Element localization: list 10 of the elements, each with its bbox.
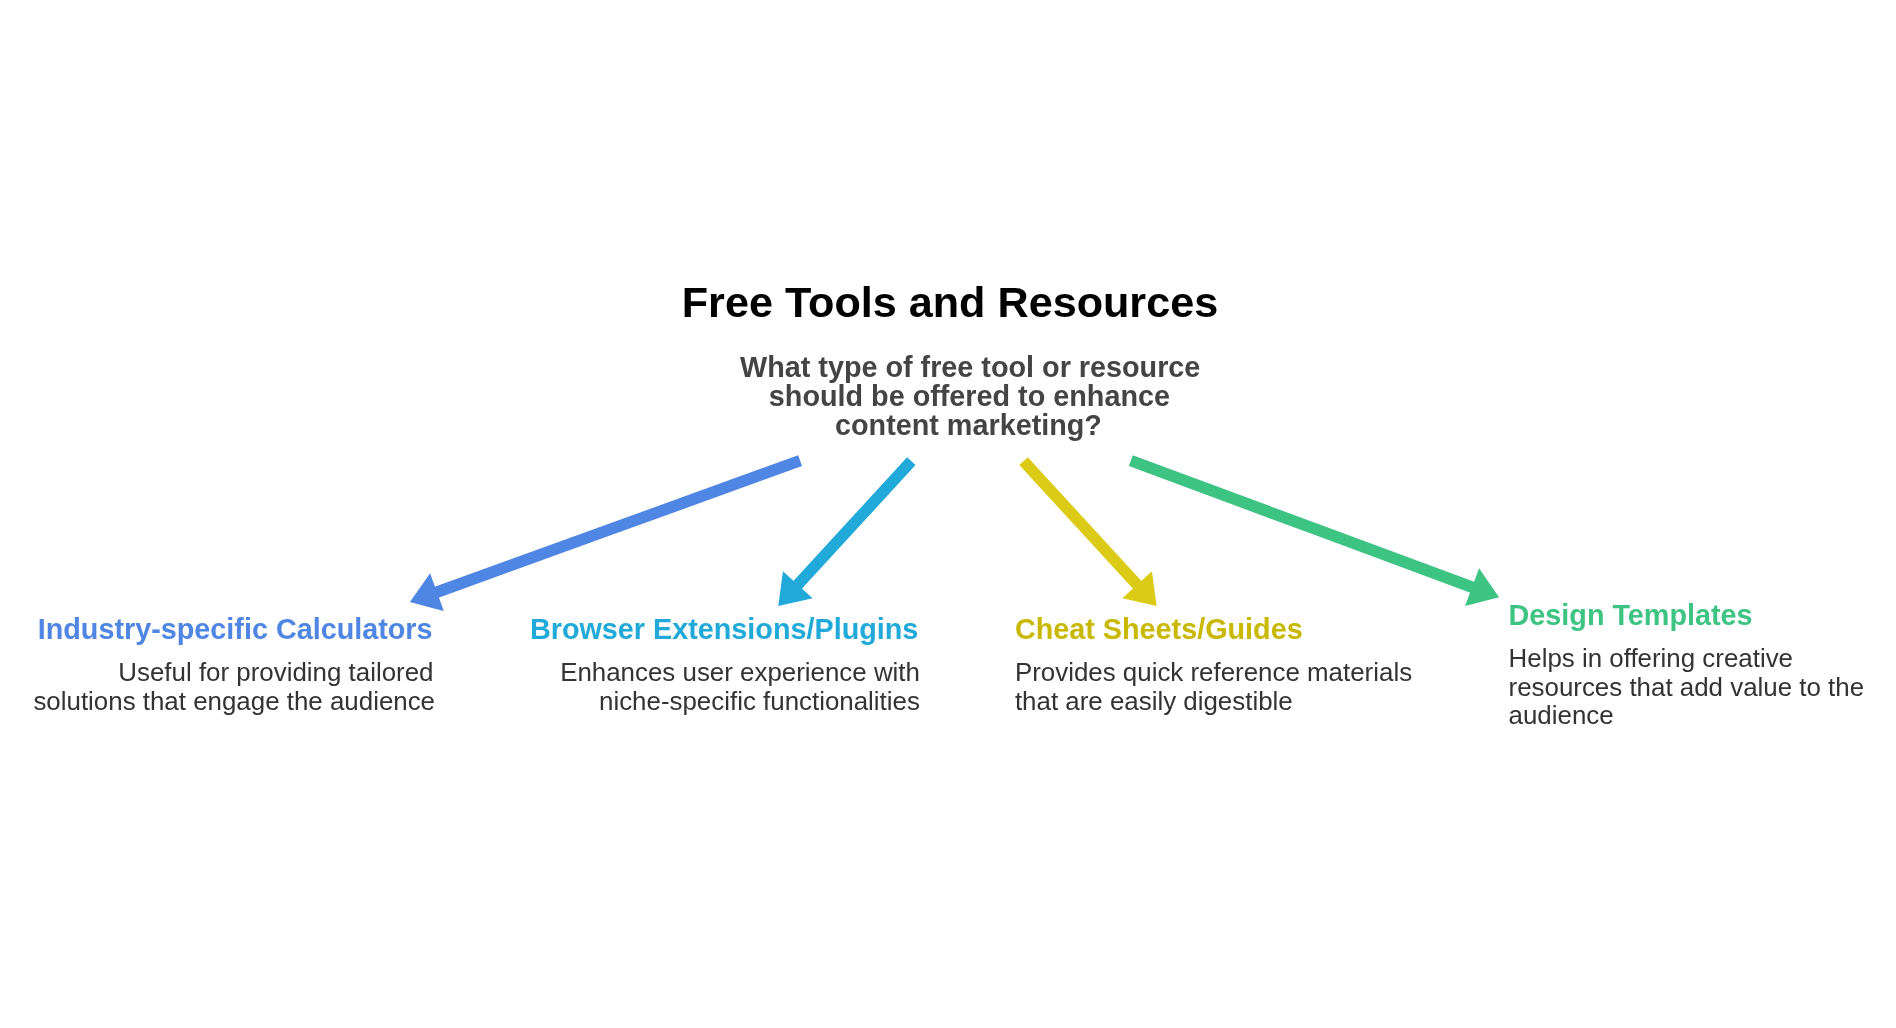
arrow <box>778 456 916 606</box>
node-text: What type of free tool or resource should be offered to enhance content marketing? <box>740 350 1201 441</box>
arrow <box>409 454 803 611</box>
arrow <box>1128 454 1500 606</box>
node-text: Industry-specific Calculators Useful for providing tailored solutions that engage the audience <box>33 612 436 715</box>
node-text: Browser Extensions/Plugins Enhances user experience with niche-specific functionalities <box>529 612 920 715</box>
node-text: Design Templates Helps in offering creative resources that add value to the audience <box>1508 598 1865 729</box>
diagram-title: Free Tools and Resources <box>681 277 1219 326</box>
arrow <box>1019 456 1157 606</box>
node-text: Cheat Sheets/Guides Provides quick reference materials that are easily digestible <box>1014 612 1413 715</box>
